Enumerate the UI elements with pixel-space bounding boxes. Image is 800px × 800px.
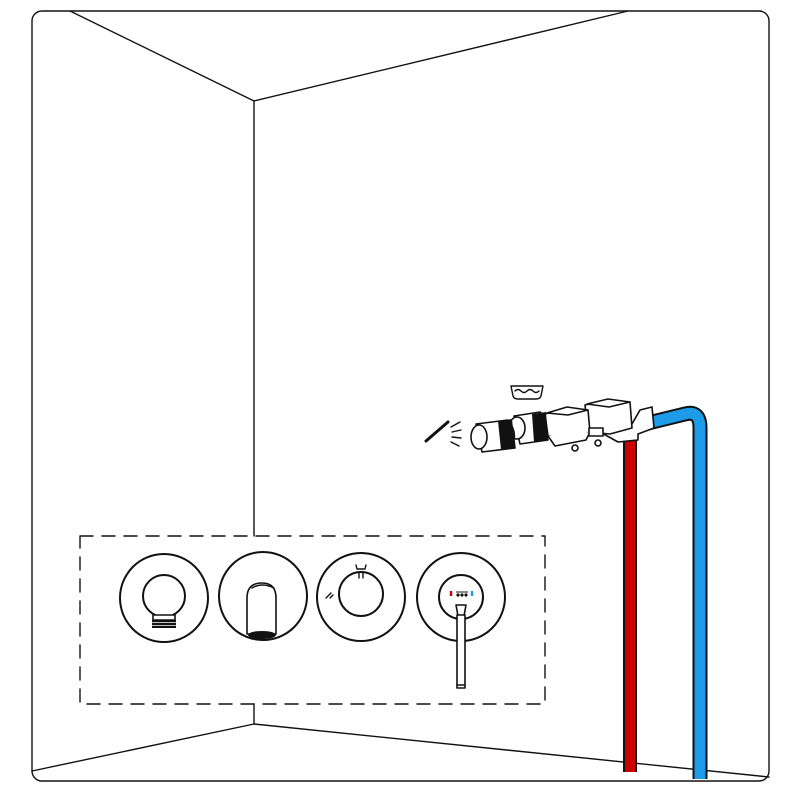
hose-outlet-rosette — [119, 553, 209, 643]
ceiling-edge-left — [69, 10, 255, 102]
cold-water-pipe — [638, 407, 706, 779]
diverter-valve-nut — [571, 444, 579, 452]
diverter-rosette — [316, 552, 406, 642]
cold-pipe-outline — [638, 405, 708, 779]
mixer-lever-valve — [416, 552, 506, 689]
floor-edge-left — [31, 723, 255, 772]
hand-shower-icon — [424, 420, 462, 447]
mixer-valve-cube-top — [586, 398, 631, 408]
hot-water-pipe — [625, 438, 635, 772]
shower-outlet-cap — [470, 424, 488, 450]
shower-hose-outlet — [119, 553, 209, 643]
spout-rosette — [218, 551, 308, 641]
floor-edge-right — [253, 723, 770, 778]
room-edges — [31, 10, 770, 778]
diverter-valve-base — [547, 431, 591, 447]
supply-pipes — [623, 405, 708, 779]
concealed-valve-assembly — [470, 398, 655, 453]
diverter-valve — [316, 552, 406, 642]
finishing-panel-outline — [79, 535, 546, 705]
spout-highlight — [251, 584, 275, 589]
bath-spout — [218, 551, 308, 641]
diverter-shower-mark-icon — [325, 592, 334, 599]
bathtub-icon — [510, 385, 544, 400]
hose-outlet-ring — [142, 574, 186, 618]
diverter-knob — [338, 571, 384, 617]
shower-outlet-thread — [498, 419, 515, 450]
diverter-valve-cube-top — [546, 406, 589, 416]
spout-body — [246, 582, 277, 635]
mixer-logo-icon — [456, 591, 468, 597]
spout-mouth — [248, 631, 276, 639]
mixer-lever-handle — [456, 614, 466, 689]
hose-outlet-neck — [152, 614, 176, 621]
diverter-bath-mark-icon — [355, 564, 367, 570]
bath-outlet-thread — [532, 412, 548, 442]
valve-connector — [588, 427, 604, 437]
room-frame — [31, 10, 770, 782]
mixer-valve-nut — [594, 439, 602, 447]
ceiling-edge-right — [253, 10, 629, 102]
hose-outlet-thread — [152, 620, 176, 628]
